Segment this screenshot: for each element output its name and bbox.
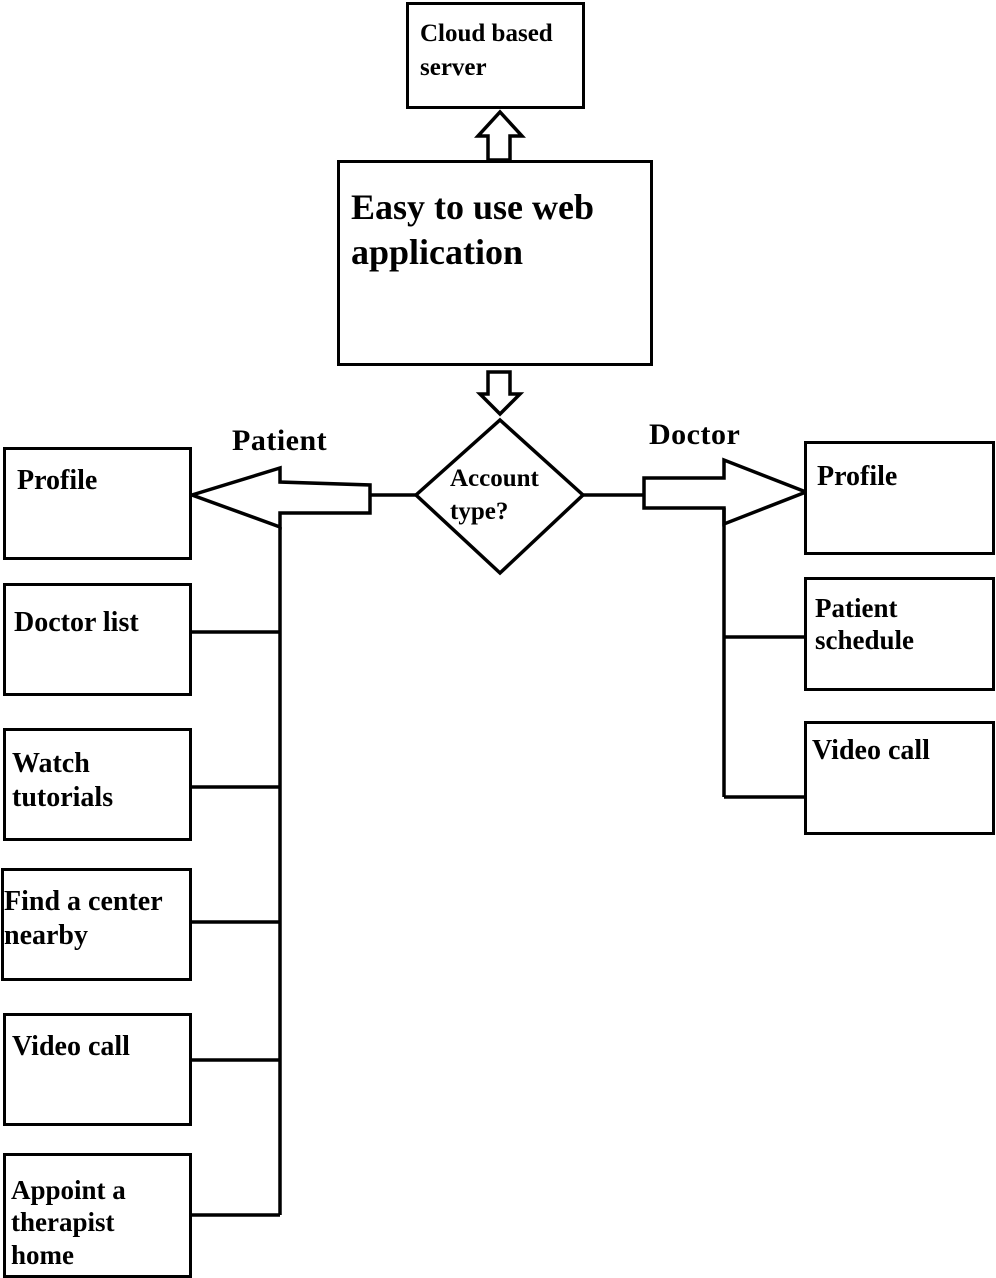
patient-profile-box: Profile [3, 447, 192, 560]
doctor-video-call-box: Video call [804, 721, 995, 835]
arrow-to-doctor-profile [642, 457, 811, 527]
watch-tutorials-box: Watch tutorials [3, 728, 192, 841]
find-center-box: Find a center nearby [1, 868, 192, 981]
find-center-label: Find a center nearby [4, 886, 163, 951]
doctor-branch-label: Doctor [649, 418, 741, 451]
account-type-diamond [413, 417, 586, 576]
patient-branch-label: Patient [232, 424, 328, 457]
patient-video-call-box: Video call [3, 1013, 192, 1126]
arrow-to-cloud-server [474, 109, 526, 162]
doctor-list-label: Doctor list [14, 607, 139, 638]
arrow-to-patient-profile [186, 465, 372, 530]
web-app-label: Easy to use web application [351, 187, 595, 272]
arrow-to-account-type [475, 370, 525, 417]
appoint-therapist-label: Appoint a therapist home [11, 1175, 126, 1270]
cloud-server-label: Cloud based server [420, 20, 553, 81]
patient-video-call-label: Video call [12, 1031, 130, 1062]
doctor-profile-label: Profile [817, 461, 898, 492]
patient-schedule-box: Patient schedule [804, 577, 995, 691]
appoint-therapist-box: Appoint a therapist home [3, 1153, 192, 1278]
patient-profile-label: Profile [17, 465, 98, 496]
doctor-profile-box: Profile [804, 441, 995, 555]
account-type-label: Account type? [450, 465, 539, 525]
doctor-video-call-label: Video call [812, 735, 930, 766]
watch-tutorials-label: Watch tutorials [12, 748, 114, 813]
patient-schedule-label: Patient schedule [815, 593, 915, 656]
cloud-server-box: Cloud based server [406, 2, 585, 109]
doctor-list-box: Doctor list [3, 583, 192, 696]
web-app-box: Easy to use web application [337, 160, 653, 366]
